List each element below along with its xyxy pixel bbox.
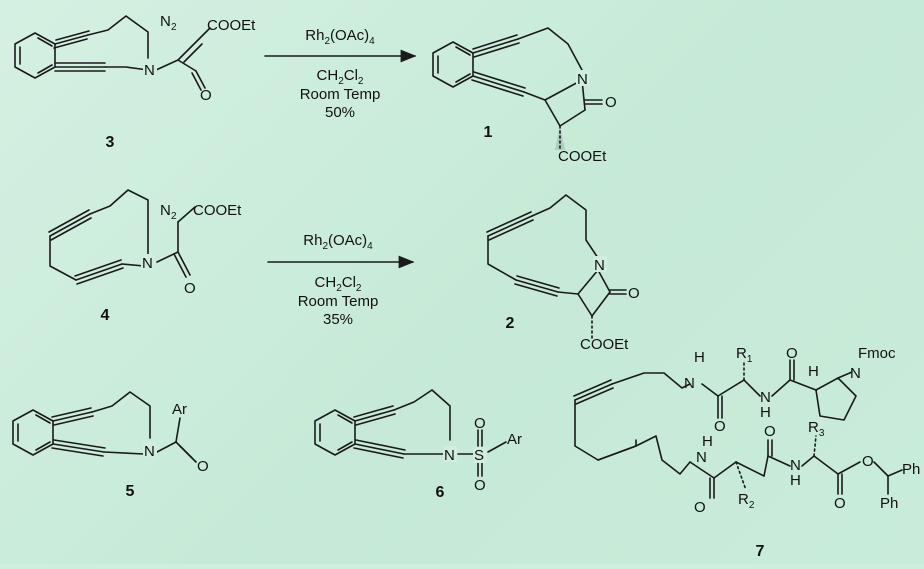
compound-2-structure: N O COOEt [486,194,640,353]
compound-3-label: 3 [106,134,115,151]
atom-cooet: COOEt [580,336,629,353]
atom-r3: R3 [808,419,825,439]
atom-h: H [760,404,771,421]
atom-diazo-sub: 2 [171,211,177,222]
atom-ar: Ar [507,431,522,448]
atom-h: H [694,349,705,366]
compound-5-label: 5 [126,483,135,500]
atom-cooet: COOEt [207,17,256,34]
atom-h: H [702,433,713,450]
atom-fmoc: Fmoc [858,345,896,362]
atom-o: O [200,87,212,104]
reaction-1-solvent: CH2Cl2 [317,67,364,87]
atom-cooet: COOEt [558,148,607,165]
atom-r2: R2 [738,491,755,511]
atom-r1: R1 [736,345,753,365]
atom-s: S [474,447,484,464]
compound-5-structure: N O Ar [12,391,209,475]
atom-cooet: COOEt [193,202,242,219]
reaction-1-yield: 50% [325,104,355,121]
atom-o: O [628,285,640,302]
atom-n: N [790,457,801,474]
atom-o: O [184,280,196,297]
atom-n: N [850,365,861,382]
atom-o: O [862,453,874,470]
compound-7-label: 7 [756,543,765,560]
reaction-2-solvent: CH2Cl2 [315,274,362,294]
atom-n: N [144,62,155,79]
atom-o: O [714,418,726,435]
compound-7-structure: N H O R1 N H O H N Fmoc N H O R2 O N H R… [573,345,920,516]
atom-diazo-sub: 2 [171,22,177,33]
atom-n: N [760,389,771,406]
atom-ph: Ph [902,461,920,478]
atom-n: N [684,375,695,392]
compound-1-label: 1 [484,124,493,141]
atom-o: O [834,495,846,512]
reaction-1-reagent: Rh2(OAc)4 [305,27,375,47]
atom-o: O [474,477,486,494]
reaction-2-yield: 35% [323,311,353,328]
compound-2-label: 2 [506,315,515,332]
atom-n: N [142,255,153,272]
compound-6-structure: N S O O Ar [314,389,522,494]
atom-o: O [694,499,706,516]
atom-o: O [197,458,209,475]
atom-n: N [696,449,707,466]
atom-o: O [786,345,798,362]
atom-ar: Ar [172,401,187,418]
atom-n: N [144,443,155,460]
compound-4-structure: N O N 2 COOEt [48,189,242,297]
compound-3-structure: N O N 2 COOEt [14,13,256,104]
atom-o: O [605,94,617,111]
compound-6-label: 6 [436,484,445,501]
atom-o: O [764,423,776,440]
atom-diazo-n: N [160,13,171,30]
atom-h: H [808,363,819,380]
atom-ph: Ph [880,495,898,512]
atom-h: H [790,472,801,489]
atom-n: N [594,257,605,274]
reaction-2-reagent: Rh2(OAc)4 [303,232,373,252]
reaction-2-condition: Room Temp [298,293,379,310]
atom-n: N [444,447,455,464]
compound-4-label: 4 [101,307,110,324]
reaction-1-condition: Room Temp [300,86,381,103]
atom-n: N [577,71,588,88]
compound-1-structure: N O COOEt [432,27,617,165]
atom-o: O [474,415,486,432]
atom-diazo-n: N [160,202,171,219]
